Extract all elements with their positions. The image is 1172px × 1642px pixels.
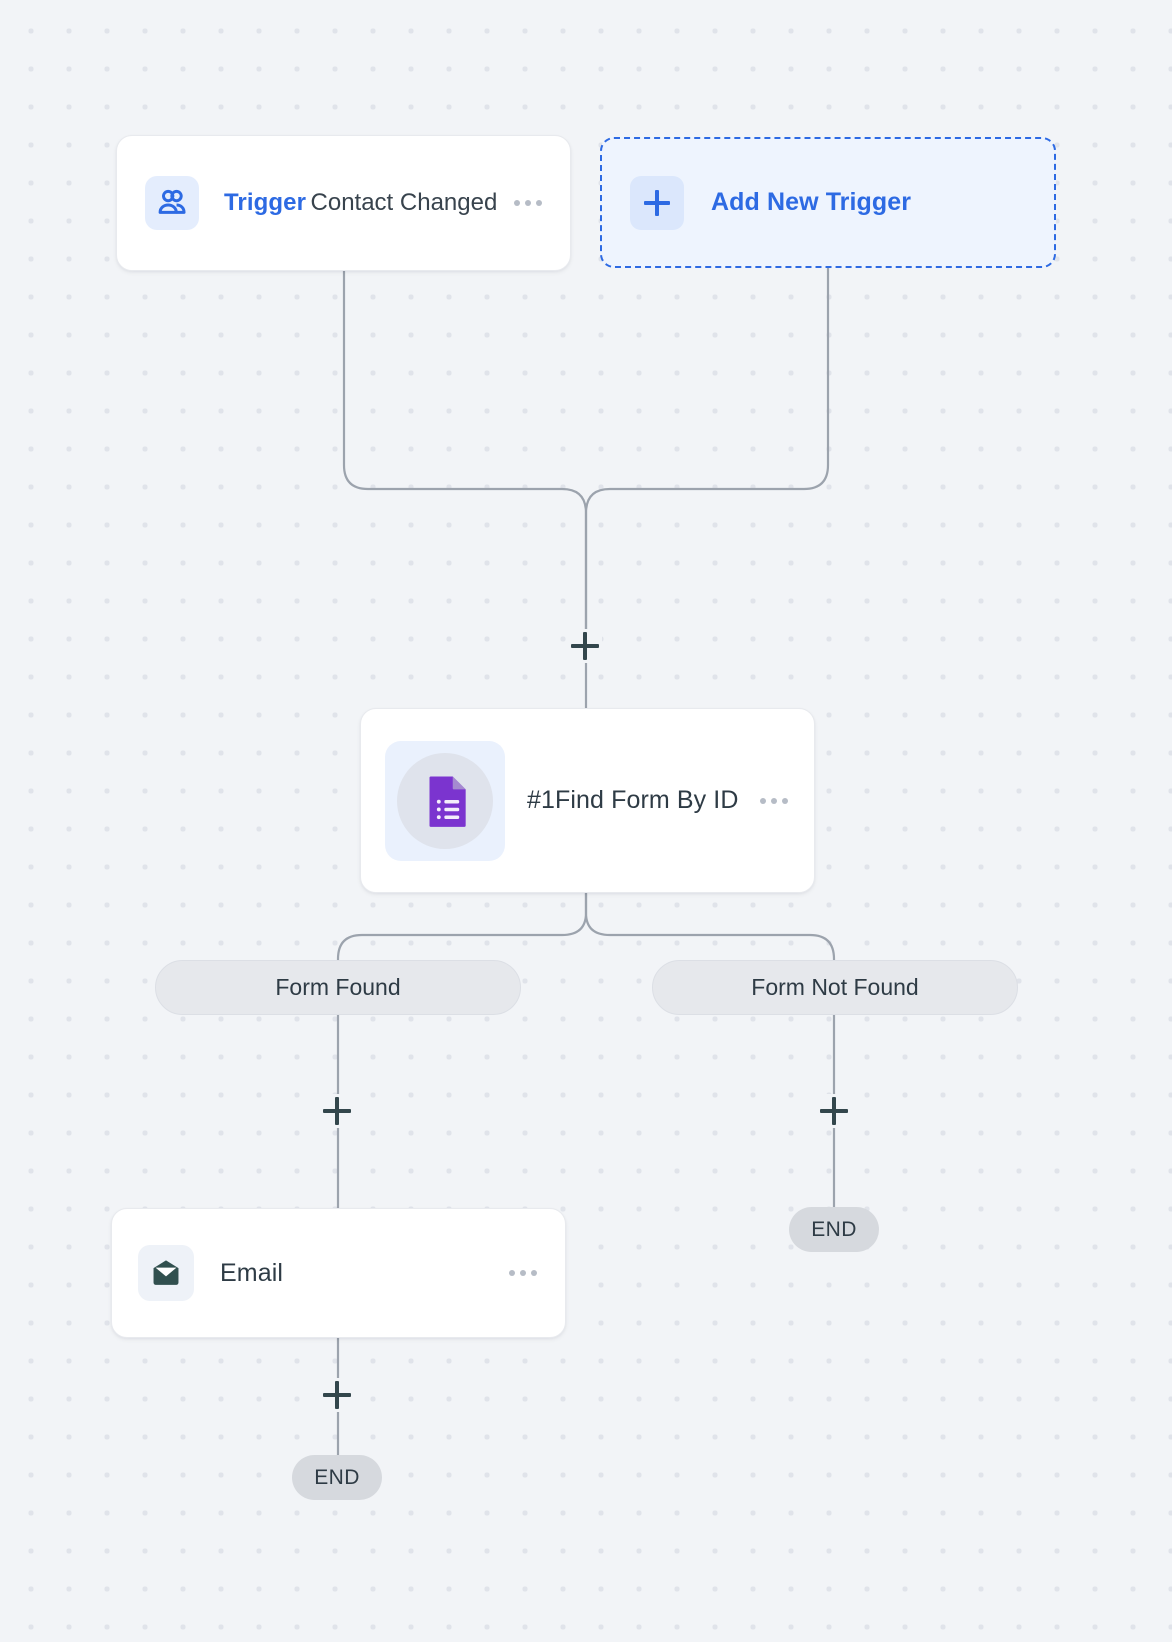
kebab-menu-icon[interactable]	[756, 790, 792, 812]
trigger-subtitle: Contact Changed	[310, 188, 498, 216]
trigger-node[interactable]: Trigger Contact Changed	[116, 135, 571, 271]
add-step-form-not-found[interactable]	[817, 1094, 851, 1128]
kebab-menu-icon[interactable]	[510, 192, 546, 214]
add-step-form-found[interactable]	[320, 1094, 354, 1128]
add-step-after-email[interactable]	[320, 1378, 354, 1412]
add-step-after-trigger[interactable]	[568, 629, 602, 663]
trigger-text-block: Trigger Contact Changed	[224, 187, 510, 219]
branch-label-form-found[interactable]: Form Found	[155, 960, 521, 1015]
action-node-title: Email	[220, 1258, 284, 1287]
contacts-users-icon	[145, 176, 199, 230]
add-new-trigger-label: Add New Trigger	[711, 188, 912, 216]
plus-icon	[630, 175, 684, 230]
branch-label-form-not-found[interactable]: Form Not Found	[652, 960, 1018, 1015]
kebab-menu-icon[interactable]	[505, 1262, 541, 1284]
end-badge: END	[292, 1455, 382, 1500]
email-envelope-icon	[138, 1245, 194, 1301]
google-forms-icon	[385, 740, 505, 861]
add-new-trigger-button[interactable]: Add New Trigger	[600, 137, 1056, 268]
trigger-kicker: Trigger	[224, 188, 307, 216]
action-node-find-form[interactable]: #1Find Form By ID	[360, 708, 815, 893]
action-node-email[interactable]: Email	[111, 1208, 566, 1338]
end-badge: END	[789, 1207, 879, 1252]
action-node-title: #1Find Form By ID	[527, 786, 739, 814]
